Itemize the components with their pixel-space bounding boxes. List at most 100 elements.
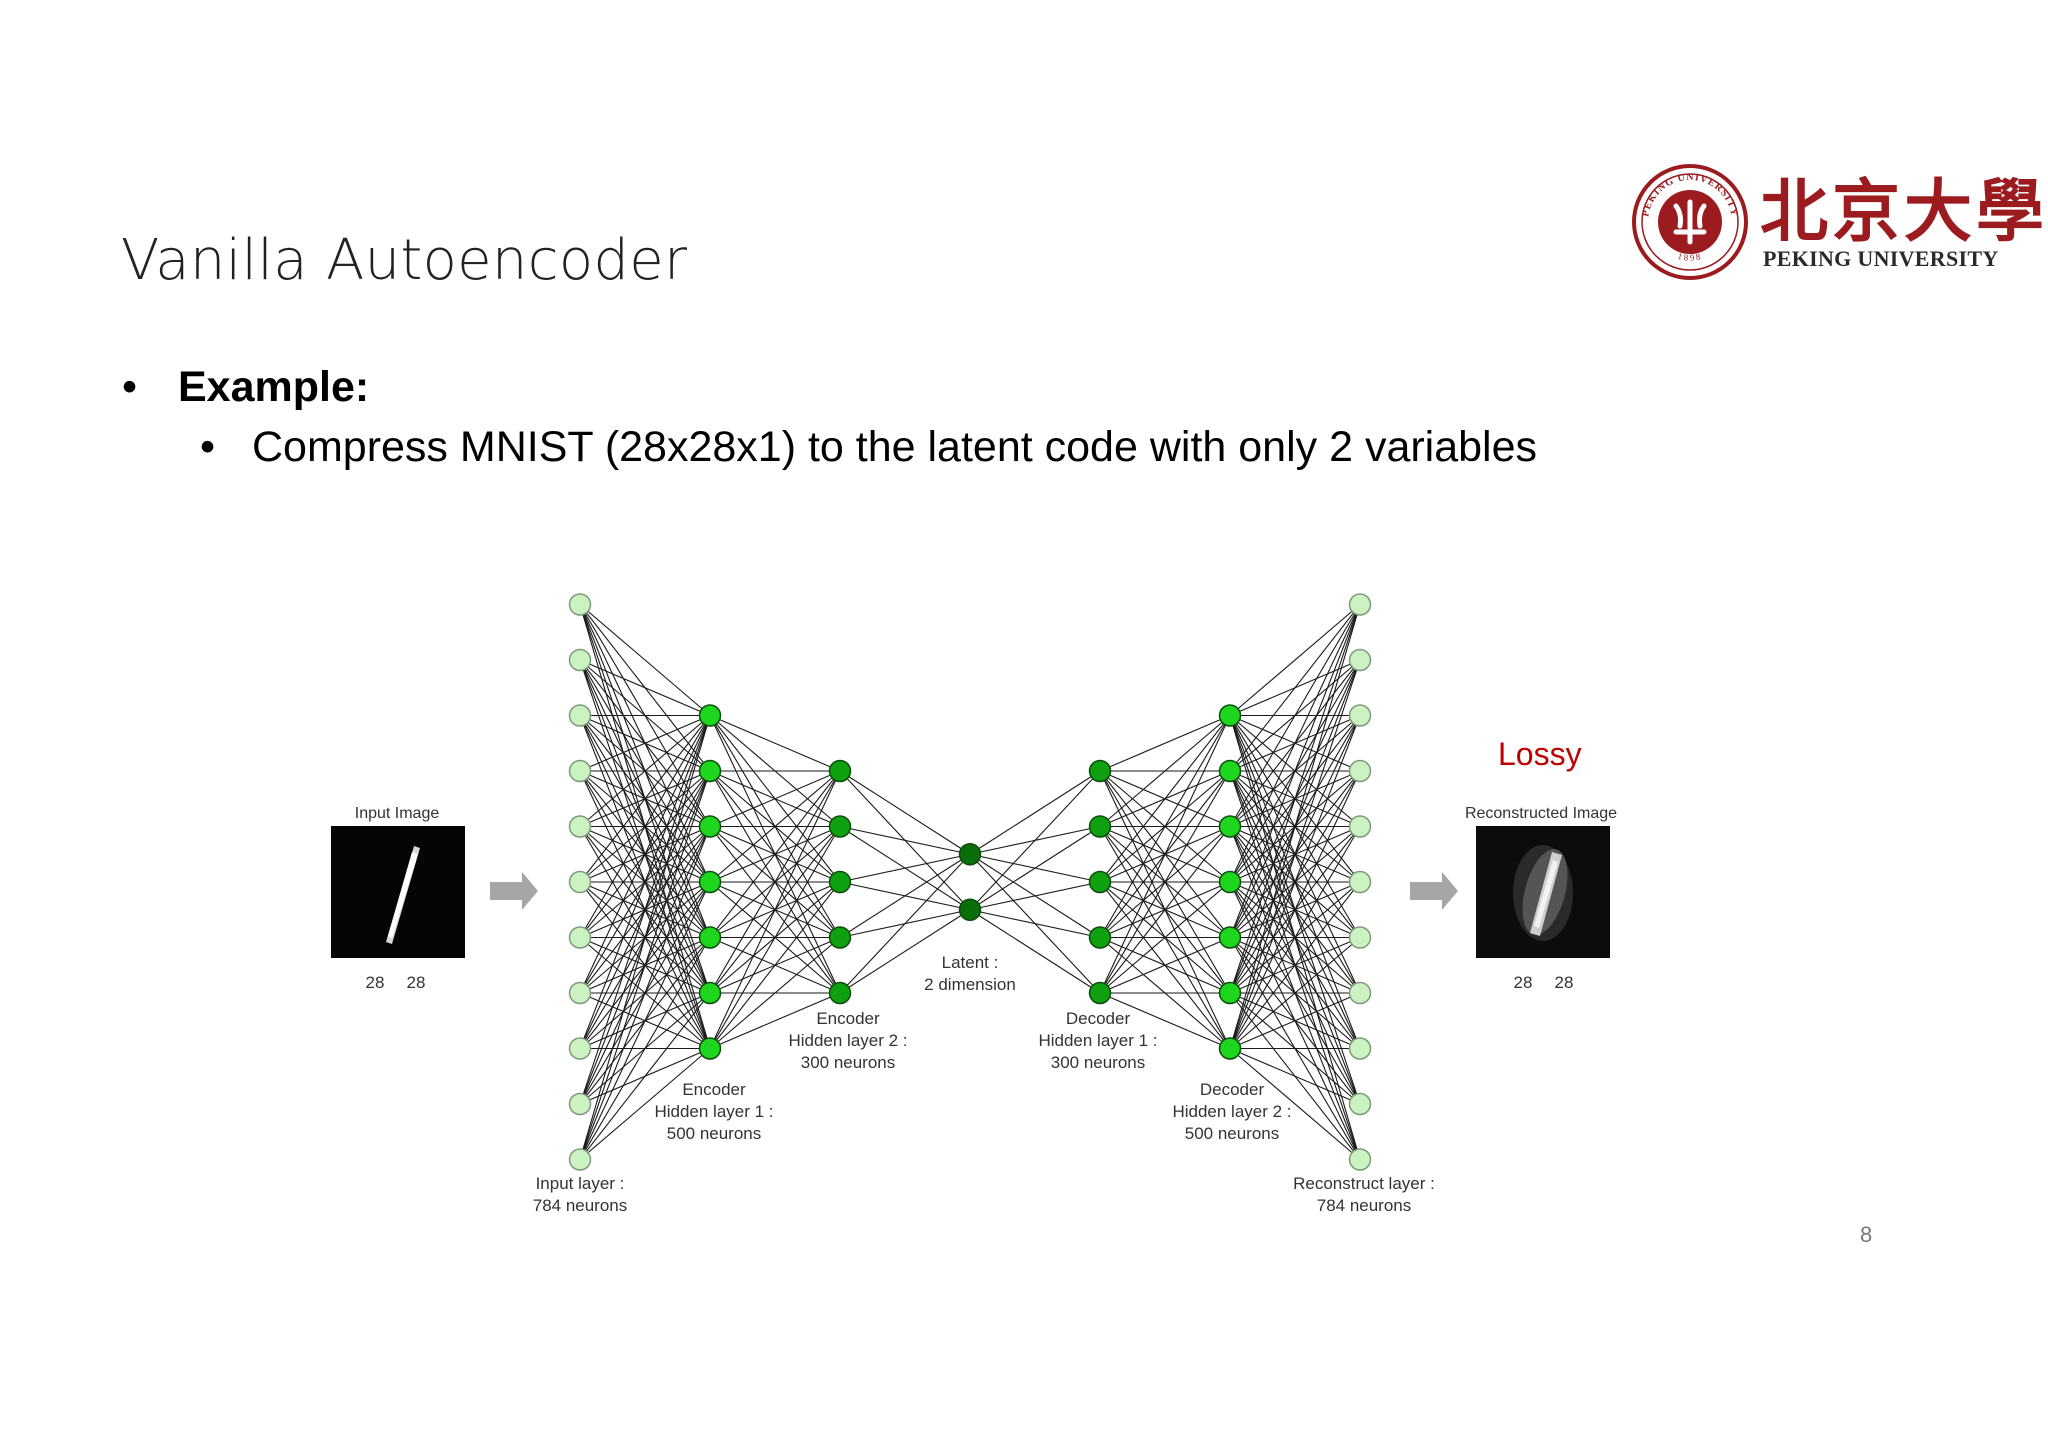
input-neuron [568, 1148, 592, 1171]
seal-year: 1898 [1677, 251, 1702, 263]
latent-neuron [958, 898, 982, 921]
connection-line [709, 714, 841, 772]
dec2-neuron [1218, 870, 1242, 894]
dec2-neuron [1218, 704, 1242, 727]
connection-line [1229, 937, 1361, 1049]
connection-line [969, 826, 1101, 911]
connection-line [709, 770, 841, 883]
bullet-glyph: • [122, 363, 138, 411]
connection-line [1229, 992, 1361, 1050]
arrow-right-icon [490, 872, 538, 910]
connection-line [1099, 770, 1231, 994]
connection-line [579, 937, 711, 1160]
enc2-neuron [828, 870, 852, 894]
arrow-right-icon [1410, 872, 1458, 910]
output-layer-label: Reconstruct layer :784 neurons [1293, 1174, 1435, 1215]
output-neuron [1348, 593, 1372, 616]
dec1-neuron [1088, 759, 1112, 783]
connection-line [1099, 715, 1231, 827]
connection-line [839, 909, 971, 994]
connection-line [579, 992, 711, 1160]
university-english-name: PEKING UNIVERSITY [1763, 246, 1999, 271]
network-connections [579, 604, 1361, 1160]
connection-line [1099, 936, 1231, 994]
connection-line [1229, 604, 1361, 938]
input-neuron [568, 926, 592, 949]
connection-line [579, 715, 711, 827]
input-neuron [568, 815, 592, 838]
connection-line [579, 715, 711, 1049]
connection-line [709, 881, 841, 1049]
dec2-neuron [1218, 815, 1242, 838]
connection-line [579, 715, 711, 1160]
enc1-neuron [698, 981, 722, 1005]
bullet-compress-text: Compress MNIST (28x28x1) to the latent c… [252, 423, 1538, 471]
connection-line [709, 770, 841, 994]
connection-line [1229, 604, 1361, 1049]
connection-line [709, 826, 841, 1049]
connection-line [1099, 714, 1231, 772]
connection-line [969, 770, 1101, 911]
connection-line [1229, 604, 1361, 883]
input-image [331, 826, 465, 958]
connection-line [969, 909, 1101, 939]
enc2-neuron [828, 981, 852, 1005]
latent-neuron [958, 843, 982, 866]
dec1-neuron [1088, 981, 1112, 1005]
university-seal-icon: PEKING UNIVERSITY 1898 [1632, 164, 1748, 280]
connection-line [969, 770, 1101, 855]
connection-line [1229, 659, 1361, 1049]
connection-line [579, 715, 711, 994]
connection-line [969, 909, 1101, 994]
connection-line [1099, 992, 1231, 1050]
enc2-neuron [828, 759, 852, 783]
latent-layer-label: Latent :2 dimension [924, 953, 1016, 994]
output-neuron [1348, 1092, 1372, 1116]
input-neuron [568, 1037, 592, 1060]
peking-university-logo: PEKING UNIVERSITY 1898 北京大學 PEKING UNIVE… [1630, 162, 2044, 282]
connection-line [579, 659, 711, 717]
input-neuron [568, 981, 592, 1005]
connection-line [969, 881, 1101, 911]
connection-line [579, 715, 711, 883]
input-digit-highlight [388, 852, 418, 938]
connection-line [839, 853, 971, 938]
input-neuron [568, 1092, 592, 1116]
connection-line [1229, 604, 1361, 772]
output-neuron [1348, 1148, 1372, 1171]
reconstructed-image-title: Reconstructed Image [1465, 805, 1617, 822]
connection-line [1229, 604, 1361, 716]
output-dim-a: 28 [1514, 973, 1533, 992]
connection-line [1099, 715, 1231, 883]
lossy-note: Lossy [1498, 736, 1582, 772]
university-chinese-name: 北京大學 [1760, 172, 2048, 252]
reconstructed-digit [1513, 845, 1573, 941]
input-neuron [568, 759, 592, 783]
output-neuron [1348, 981, 1372, 1005]
enc2-neuron [828, 815, 852, 838]
enc1-neuron [698, 870, 722, 894]
connection-line [1229, 1048, 1361, 1160]
dec1-neuron [1088, 870, 1112, 894]
connection-line [839, 770, 971, 855]
connection-line [579, 715, 711, 1105]
connection-line [1229, 881, 1361, 1049]
connection-line [709, 992, 841, 1050]
input-neuron [568, 870, 592, 894]
connection-line [579, 715, 711, 938]
enc1-neuron [698, 704, 722, 727]
svg-text:1898: 1898 [1677, 251, 1704, 263]
connection-line [1229, 770, 1361, 1049]
connection-line [579, 826, 711, 1160]
enc2-neuron [828, 926, 852, 949]
dec1-neuron [1088, 926, 1112, 949]
dec2-neuron [1218, 759, 1242, 783]
connection-line [1229, 826, 1361, 1049]
bullet-example-label: Example: [178, 363, 370, 411]
output-neuron [1348, 759, 1372, 783]
dec2-neuron [1218, 926, 1242, 949]
